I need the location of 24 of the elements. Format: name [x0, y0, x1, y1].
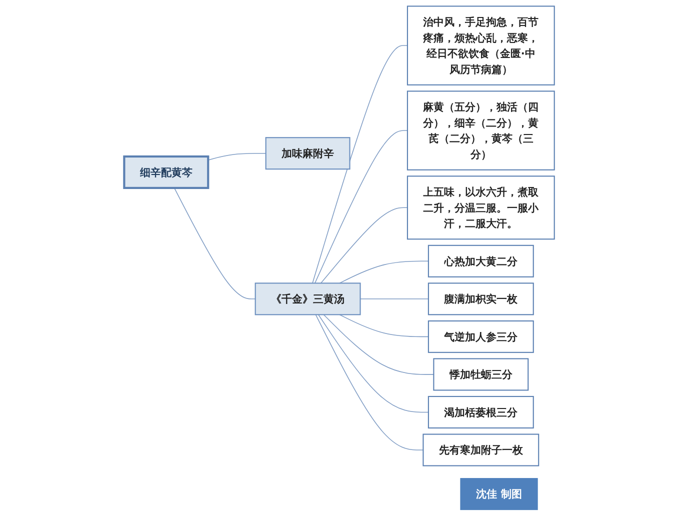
- node-box: 心热加大黄二分: [428, 244, 534, 278]
- connector: [312, 45, 408, 284]
- node-box: 气逆加人参三分: [428, 320, 534, 353]
- node-box: 细辛配黄芩: [123, 155, 210, 190]
- node-box: 治中风，手足拘急，百节疼痛，烦热心乱，恶寒，经日不欲饮食（金匮·中风历节病篇）: [407, 6, 556, 86]
- node-box: 上五味，以水六升，煮取二升，分温三服。一服小汗，二服大汗。: [407, 176, 556, 240]
- connector: [314, 130, 408, 284]
- node-box: 先有寒加附子一枚: [422, 434, 540, 466]
- node-box: 悸加牡蛎三分: [433, 358, 529, 391]
- node-box: 腹满加枳实一枚: [428, 282, 534, 316]
- node-box: 《千金》三黄汤: [255, 282, 361, 316]
- node-box: 加味麻附辛: [266, 137, 350, 170]
- node-box: 渴加栝蒌根三分: [428, 396, 534, 428]
- connector: [360, 298, 430, 300]
- node-box: 沈佳 制图: [460, 478, 538, 510]
- connector: [339, 314, 430, 338]
- connector: [318, 314, 430, 413]
- connector: [320, 207, 408, 284]
- connector: [316, 314, 424, 450]
- connector: [339, 260, 430, 284]
- connector: [323, 314, 434, 375]
- node-box: 麻黄（五分），独活（四分），细辛（二分），黄芪（二分），黄芩（三分）: [407, 90, 556, 170]
- connector: [208, 152, 266, 161]
- connector: [174, 188, 256, 300]
